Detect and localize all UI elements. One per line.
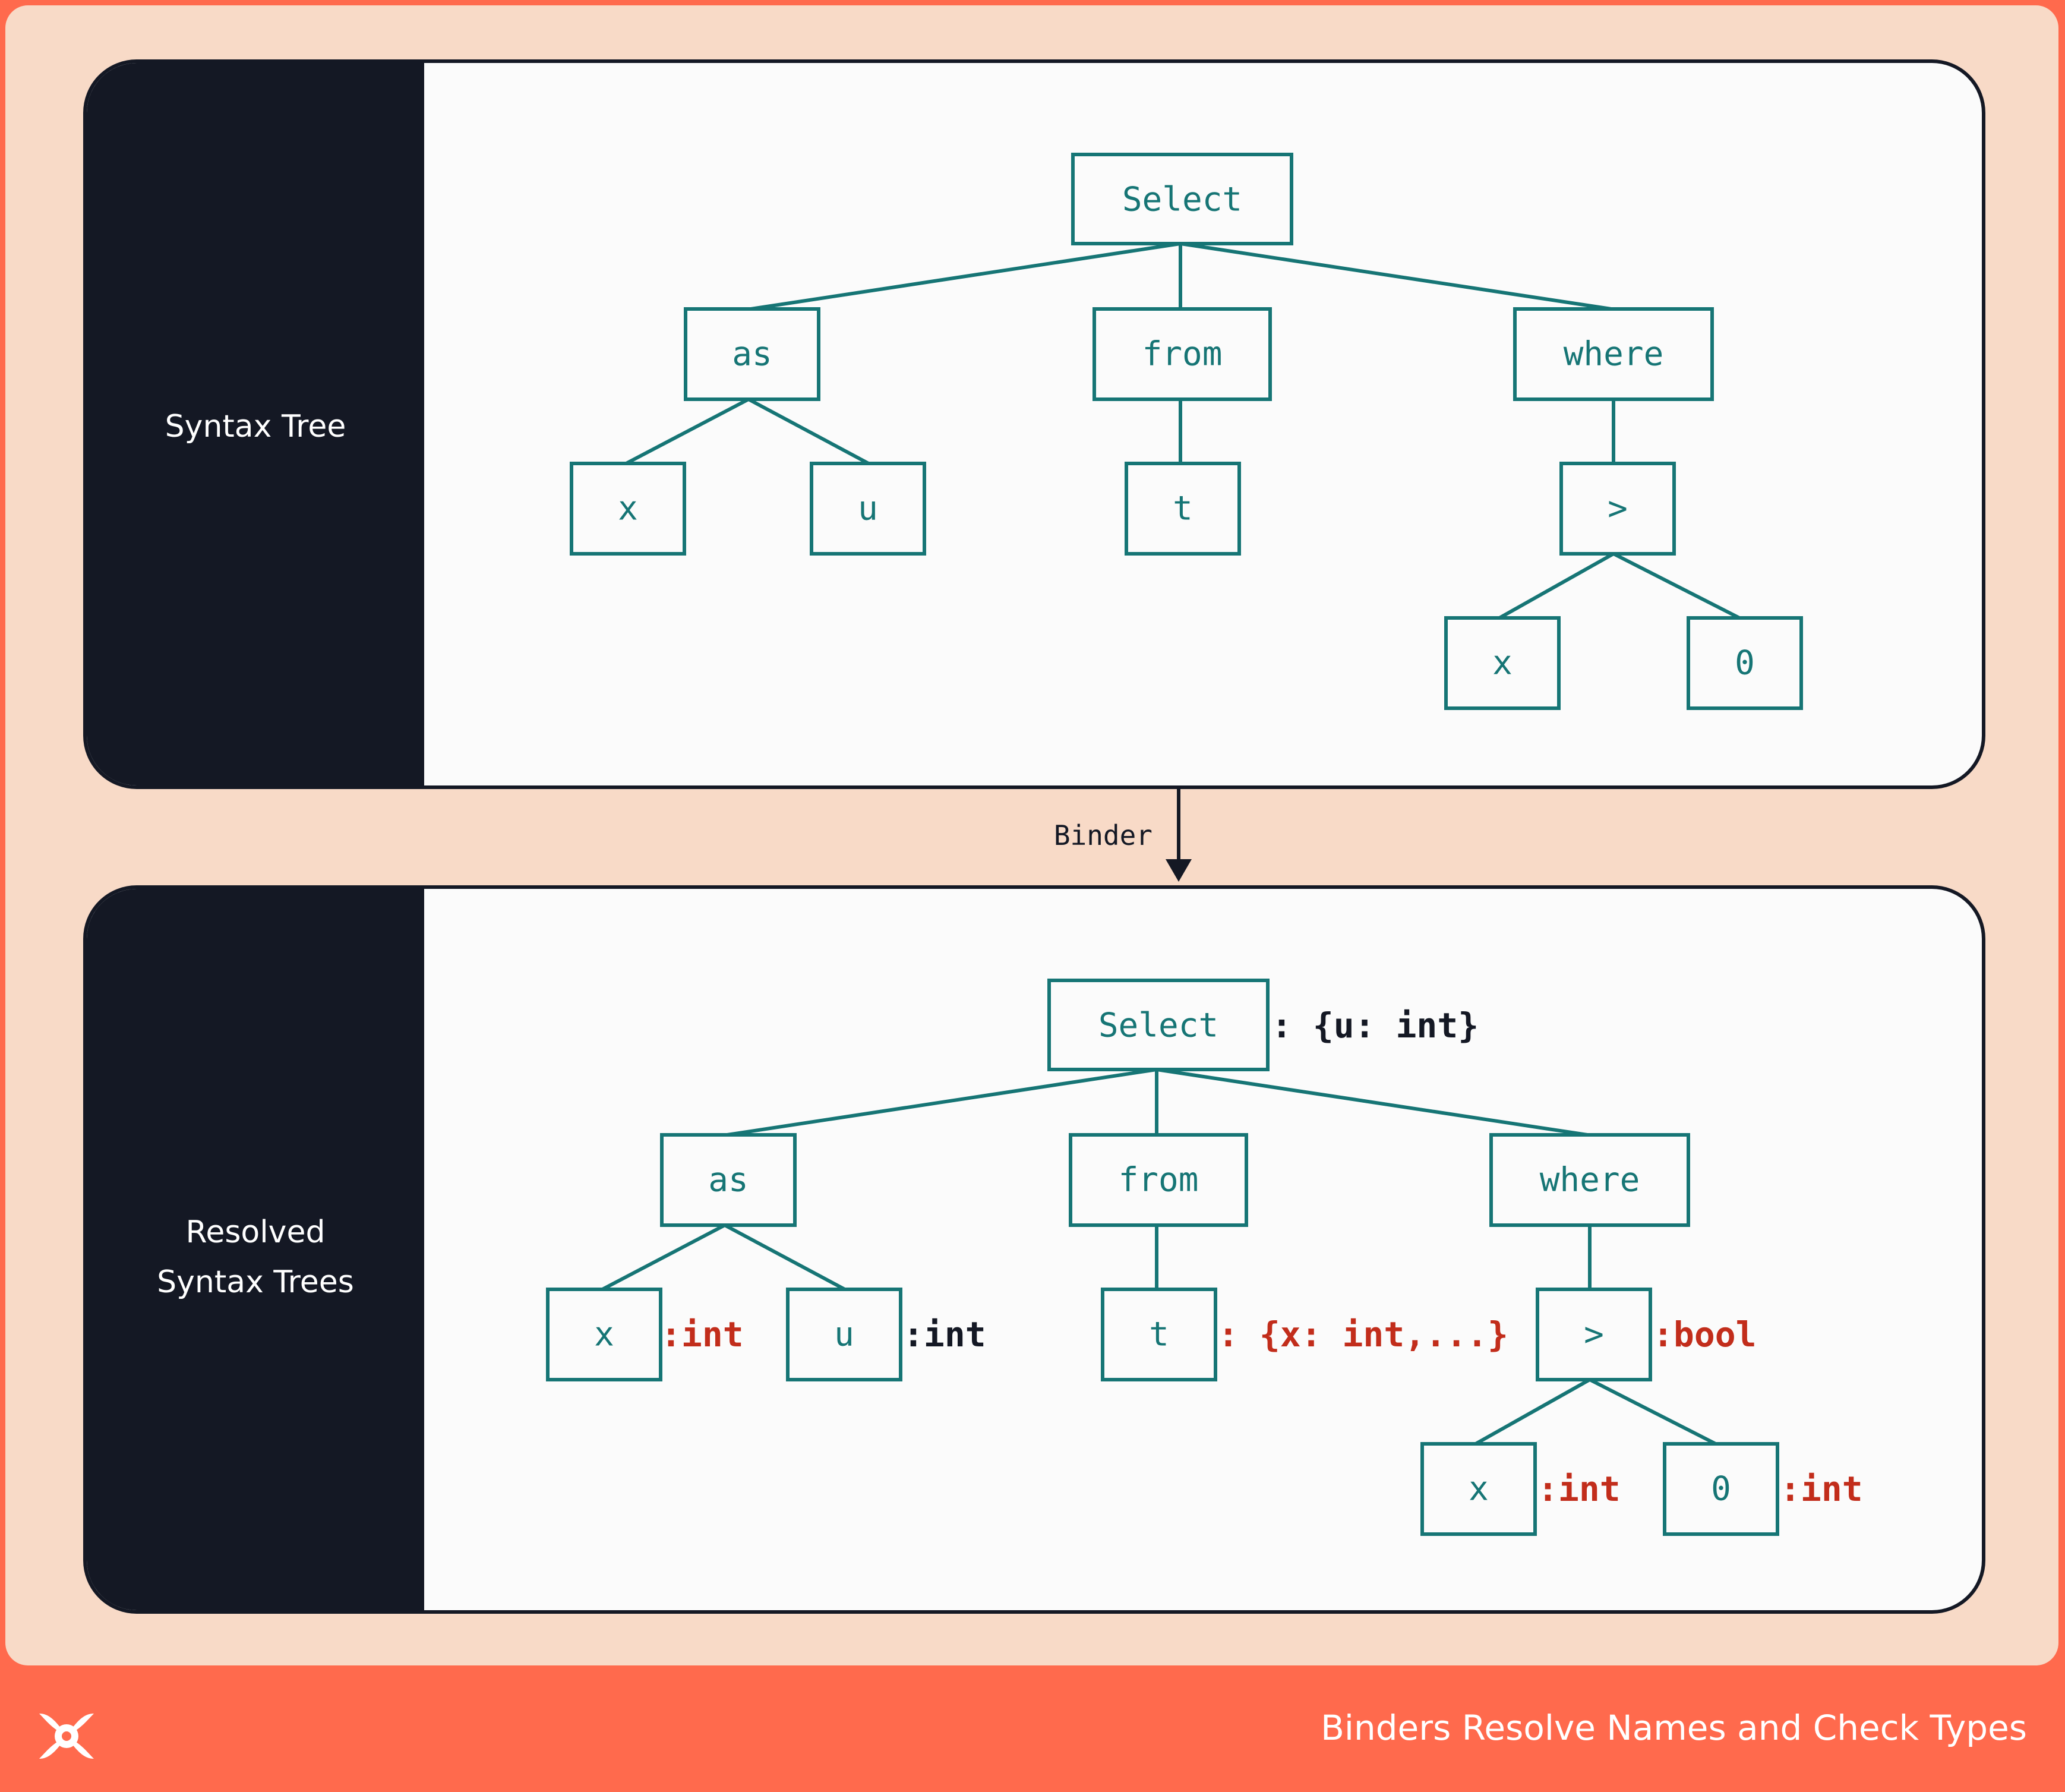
node-box <box>1559 462 1676 556</box>
node-box <box>1047 979 1270 1071</box>
type-annotation-select: : {u: int} <box>1271 1005 1479 1046</box>
node-label: from <box>1119 1161 1199 1200</box>
node-box <box>1444 616 1561 710</box>
x-logo-icon <box>39 1714 94 1759</box>
node-box <box>1489 1133 1690 1227</box>
node-label: > <box>1584 1315 1604 1354</box>
node-x2: x <box>1444 616 1561 710</box>
node-as: as <box>684 307 820 401</box>
edge <box>1156 1068 1588 1137</box>
node-x: x <box>546 1288 662 1381</box>
edge <box>1474 1378 1591 1446</box>
node-from: from <box>1069 1133 1248 1227</box>
panel-sidebar <box>87 889 424 1610</box>
panel-label: Resolved Syntax Trees <box>157 1214 354 1300</box>
node-box <box>786 1288 902 1381</box>
node-label: x <box>594 1315 614 1354</box>
node-x2: x <box>1420 1442 1537 1536</box>
footer-title: Binders Resolve Names and Check Types <box>1321 1708 2027 1748</box>
node-box <box>1536 1288 1652 1381</box>
node-box <box>546 1288 662 1381</box>
node-box <box>1420 1442 1537 1536</box>
node-box <box>570 462 686 556</box>
arrowhead-icon <box>1166 859 1192 882</box>
node-box <box>1101 1288 1217 1381</box>
type-annotation-zero: :int <box>1780 1469 1863 1509</box>
node-zero: 0 <box>1663 1442 1779 1536</box>
node-label: t <box>1173 490 1193 528</box>
node-label: u <box>858 490 878 528</box>
edge <box>727 1068 1157 1137</box>
node-t: t <box>1125 462 1241 556</box>
node-x: x <box>570 462 686 556</box>
node-label: where <box>1564 335 1664 374</box>
node-label: > <box>1608 490 1628 528</box>
node-label: x <box>618 490 638 528</box>
syntax-tree-diagram: Select as from where x u t > <box>570 153 1803 710</box>
node-label: 0 <box>1735 644 1755 683</box>
edge <box>1612 552 1741 620</box>
panel-sidebar <box>87 63 424 785</box>
node-box <box>1663 1442 1779 1536</box>
node-box <box>1687 616 1803 710</box>
node-where: where <box>1513 307 1714 401</box>
edge <box>601 1223 726 1291</box>
node-as: as <box>660 1133 797 1227</box>
node-box <box>1093 307 1272 401</box>
type-annotation-greater-than: :bool <box>1653 1314 1757 1355</box>
node-box <box>660 1133 797 1227</box>
node-from: from <box>1093 307 1272 401</box>
node-label: Select <box>1122 181 1242 219</box>
tree-edges <box>625 242 1741 620</box>
node-box <box>1513 307 1714 401</box>
node-u: u <box>786 1288 902 1381</box>
edge <box>724 1223 846 1291</box>
node-label: as <box>708 1161 748 1200</box>
node-greater-than: > <box>1536 1288 1652 1381</box>
node-label: t <box>1149 1315 1169 1354</box>
edge <box>747 397 870 465</box>
binder-label: Binder <box>1054 819 1153 851</box>
node-label: u <box>834 1315 854 1354</box>
node-box <box>810 462 926 556</box>
node-label: x <box>1469 1470 1489 1509</box>
resolved-syntax-trees-panel: Resolved Syntax Trees Select as from <box>83 885 1985 1614</box>
node-box <box>1071 153 1293 245</box>
edge <box>1180 242 1612 311</box>
type-annotation-x2: :int <box>1537 1469 1621 1509</box>
type-annotation-u: :int <box>903 1314 986 1355</box>
node-t: t <box>1101 1288 1217 1381</box>
node-select: Select <box>1047 979 1270 1071</box>
node-label: x <box>1492 644 1513 683</box>
resolved-tree-diagram: Select as from where x u t > <box>546 979 1863 1536</box>
panel-label: Syntax Tree <box>165 409 346 444</box>
node-label: from <box>1142 335 1223 374</box>
type-annotation-x: :int <box>661 1314 744 1355</box>
node-box <box>1125 462 1241 556</box>
edge <box>625 397 750 465</box>
edge <box>750 242 1181 311</box>
node-label: where <box>1540 1161 1640 1200</box>
node-where: where <box>1489 1133 1690 1227</box>
node-label: as <box>732 335 772 374</box>
node-label: Select <box>1098 1007 1218 1045</box>
edge <box>1589 1378 1717 1446</box>
type-annotation-t: : {x: int,...} <box>1218 1314 1508 1355</box>
edge <box>1498 552 1615 620</box>
syntax-tree-panel: Syntax Tree Select as from where <box>83 59 1985 789</box>
tree-edges <box>601 1068 1717 1446</box>
node-box <box>1069 1133 1248 1227</box>
node-label: 0 <box>1711 1470 1731 1509</box>
node-greater-than: > <box>1559 462 1676 556</box>
node-select: Select <box>1071 153 1293 245</box>
node-box <box>684 307 820 401</box>
node-zero: 0 <box>1687 616 1803 710</box>
node-u: u <box>810 462 926 556</box>
